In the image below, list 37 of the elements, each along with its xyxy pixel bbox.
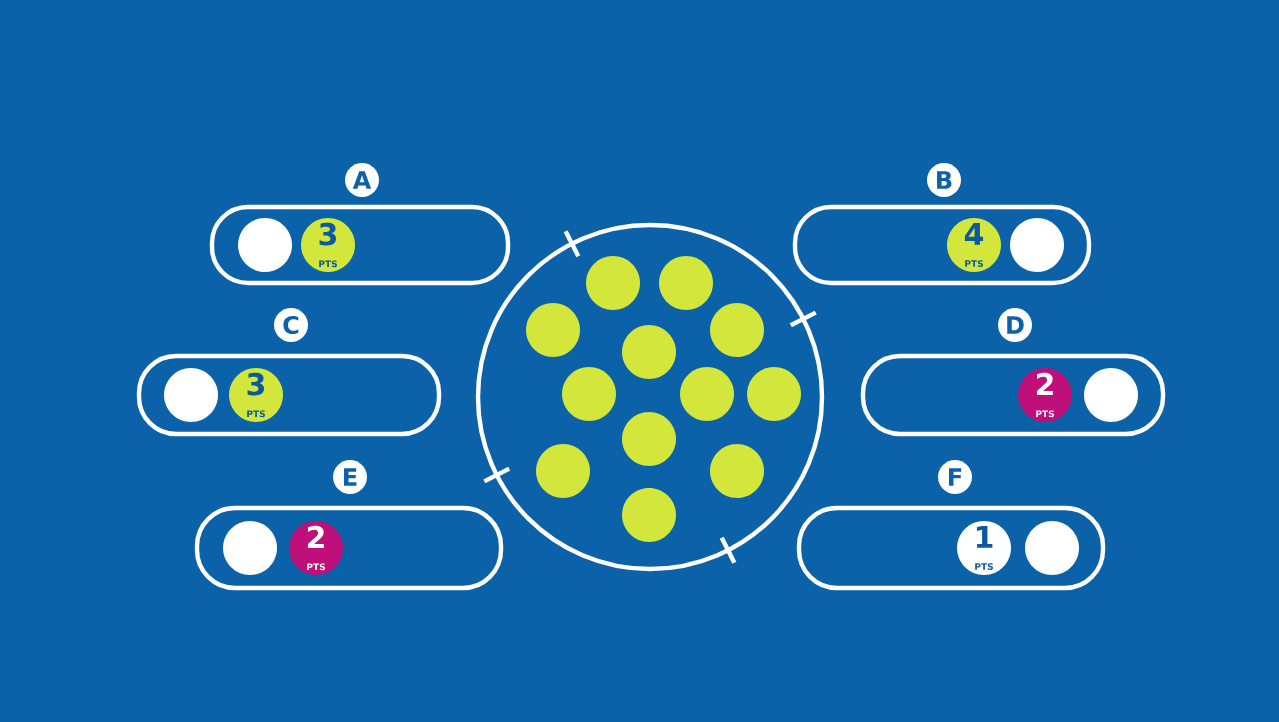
ball [710,303,764,357]
points-token: 2 PTS [1018,368,1072,422]
ball [659,256,713,310]
center-circle [475,222,825,572]
ball [526,303,580,357]
points-token: 2 PTS [289,521,343,575]
pill-slot [860,353,1166,437]
pill-slot [792,204,1092,286]
token [223,521,277,575]
points-token: 3 PTS [301,218,355,272]
pill-slot [194,505,504,591]
points-token: 1 PTS [957,521,1011,575]
token [1025,521,1079,575]
letter-badge: B [927,163,961,197]
token [1084,368,1138,422]
ball [586,256,640,310]
token [164,368,218,422]
letter-badge: F [938,460,972,494]
ball [680,367,734,421]
pill-slot [209,204,511,286]
pill-slot [796,505,1106,591]
points-token: 4 PTS [947,218,1001,272]
ball [622,488,676,542]
ball [622,412,676,466]
ball [536,444,590,498]
ball [710,444,764,498]
letter-badge: C [274,308,308,342]
pill-slot [136,353,442,437]
token [238,218,292,272]
ball [562,367,616,421]
points-token: 3 PTS [229,368,283,422]
ball [622,325,676,379]
token [1010,218,1064,272]
letter-badge: D [998,308,1032,342]
letter-badge: E [333,460,367,494]
ball [747,367,801,421]
letter-badge: A [345,163,379,197]
